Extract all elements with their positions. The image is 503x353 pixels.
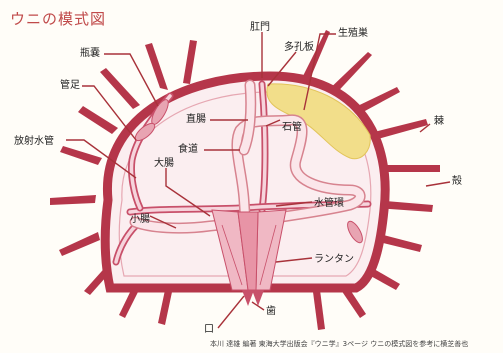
label-anus: 肛門 [250, 21, 270, 33]
label-gonad: 生殖巣 [338, 26, 368, 39]
label-stone-canal: 石管 [282, 120, 302, 133]
teeth [242, 290, 264, 306]
label-rectum: 直腸 [186, 112, 206, 125]
diagram-title: ウニの模式図 [10, 10, 106, 28]
label-small-intestine: 小腸 [130, 213, 150, 225]
label-large-intestine: 大腸 [154, 156, 174, 169]
credit-line: 本川 達雄 編著 東海大学出版会『ウニ学』3ページ ウニの模式図を参考に横芝善也 [210, 339, 468, 348]
label-mouth: 口 [204, 324, 214, 335]
label-radial-canal: 放射水管 [14, 134, 54, 147]
label-tube-foot: 管足 [60, 78, 80, 91]
label-ampulla: 瓶嚢 [80, 46, 100, 59]
label-ring-canal: 水管環 [314, 196, 344, 209]
label-test: 殻 [452, 174, 462, 187]
label-tooth: 歯 [266, 304, 276, 317]
label-madreporite: 多孔板 [284, 40, 314, 53]
label-lantern: ランタン [314, 253, 354, 265]
label-spine: 棘 [434, 115, 444, 127]
label-esophagus: 食道 [178, 142, 198, 155]
